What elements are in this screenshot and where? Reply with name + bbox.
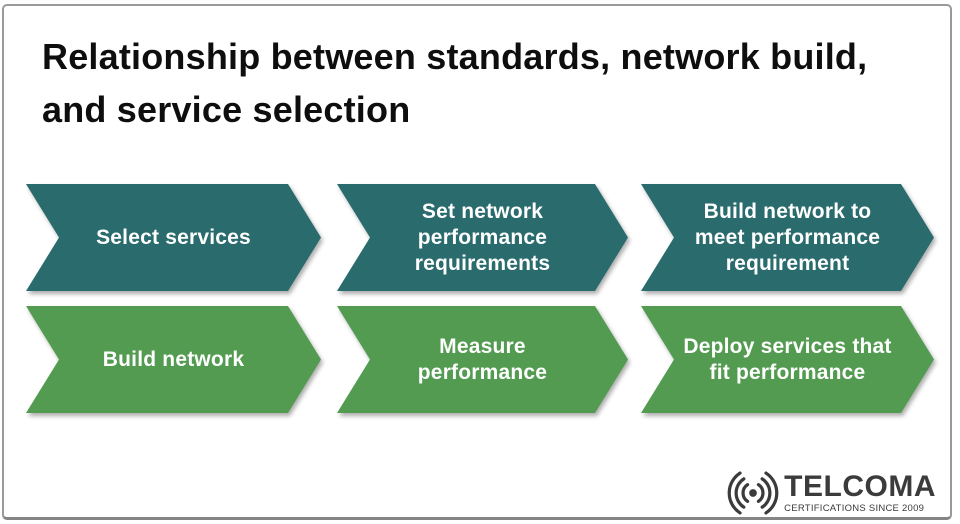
step-label: Set network performance requirements: [414, 199, 551, 275]
chevron-shape: Measure performance: [337, 306, 628, 413]
chevron-shape: Deploy services that fit performance: [641, 306, 934, 413]
chevron-step-build-network: Build network: [26, 306, 321, 413]
chevron-shape: Build network: [26, 306, 321, 413]
step-label: Build network: [102, 347, 245, 371]
step-label: Select services: [96, 225, 251, 249]
logo-text-block: TELCOMA CERTIFICATIONS SINCE 2009: [784, 469, 936, 515]
slide-frame: Relationship between standards, network …: [2, 4, 952, 520]
title-line-2: and service selection: [42, 89, 411, 130]
step-label: Deploy services that fit performance: [683, 334, 892, 384]
telcoma-logo: TELCOMA CERTIFICATIONS SINCE 2009: [725, 470, 936, 516]
chevron-step-measure-performance: Measure performance: [337, 306, 628, 413]
chevron-step-build-to-meet-requirement: Build network to meet performance requir…: [641, 184, 934, 291]
chevron-step-set-performance-requirements: Set network performance requirements: [337, 184, 628, 291]
brand-name: TELCOMA: [784, 469, 936, 503]
brand-tagline: CERTIFICATIONS SINCE 2009: [784, 502, 925, 514]
chevron-step-select-services: Select services: [26, 184, 321, 291]
title-line-1: Relationship between standards, network …: [42, 36, 868, 77]
step-label: Build network to meet performance requir…: [694, 199, 881, 275]
chevron-step-deploy-fitting-services: Deploy services that fit performance: [641, 306, 934, 413]
chevron-shape: Build network to meet performance requir…: [641, 184, 934, 291]
page-title: Relationship between standards, network …: [42, 30, 902, 136]
chevron-shape: Set network performance requirements: [337, 184, 628, 291]
step-label: Measure performance: [417, 334, 548, 384]
signal-waves-icon: [727, 471, 779, 515]
chevron-shape: Select services: [26, 184, 321, 291]
